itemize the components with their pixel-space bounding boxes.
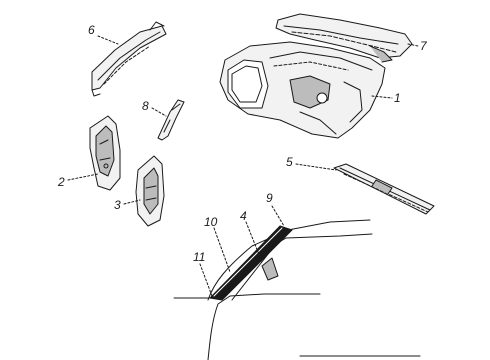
leader-6 bbox=[97, 35, 119, 45]
part-6-upper-rail bbox=[91, 21, 167, 97]
callout-5: 5 bbox=[286, 155, 293, 169]
callout-9: 9 bbox=[266, 191, 273, 205]
leader-9 bbox=[271, 205, 285, 227]
leader-4 bbox=[245, 221, 263, 263]
callout-2: 2 bbox=[58, 175, 65, 189]
leader-7 bbox=[407, 43, 419, 47]
leader-2 bbox=[67, 173, 99, 181]
leader-3 bbox=[123, 199, 141, 205]
callout-7: 7 bbox=[420, 39, 427, 53]
part-3-lower-pillar bbox=[135, 155, 165, 227]
part-7-cowl-top-panel bbox=[275, 13, 413, 63]
part-1-dash-panel bbox=[219, 41, 386, 139]
part-5-rail-strip bbox=[333, 163, 435, 215]
leader-10 bbox=[213, 227, 231, 273]
part-8-bracket bbox=[157, 99, 185, 141]
callout-6: 6 bbox=[88, 23, 95, 37]
leader-11 bbox=[199, 263, 213, 297]
callout-10: 10 bbox=[204, 215, 218, 229]
callout-4: 4 bbox=[240, 209, 247, 223]
body-windshield-area bbox=[173, 219, 421, 360]
leader-8 bbox=[151, 107, 167, 117]
leader-5 bbox=[295, 163, 337, 171]
callout-11: 11 bbox=[193, 250, 206, 264]
part-2-pillar-reinforcement bbox=[89, 115, 121, 191]
callout-3: 3 bbox=[114, 198, 121, 212]
callout-1: 1 bbox=[394, 91, 401, 105]
leader-1 bbox=[371, 95, 393, 99]
callout-8: 8 bbox=[142, 99, 149, 113]
